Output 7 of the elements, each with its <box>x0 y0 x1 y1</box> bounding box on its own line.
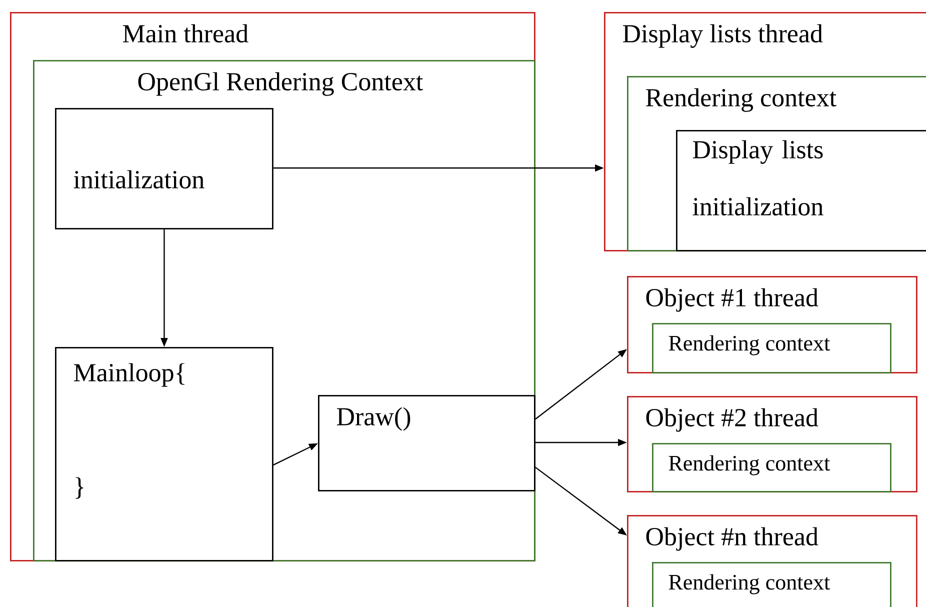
process-box: Display lists initialization <box>676 130 926 252</box>
context-box: Rendering context <box>652 443 892 492</box>
process-box: initialization <box>55 108 274 230</box>
context-box: Rendering context <box>652 562 892 607</box>
process-box: Draw() <box>318 395 536 492</box>
context-box: Rendering context <box>652 323 892 374</box>
process-box: Mainloop{ } <box>55 347 274 562</box>
